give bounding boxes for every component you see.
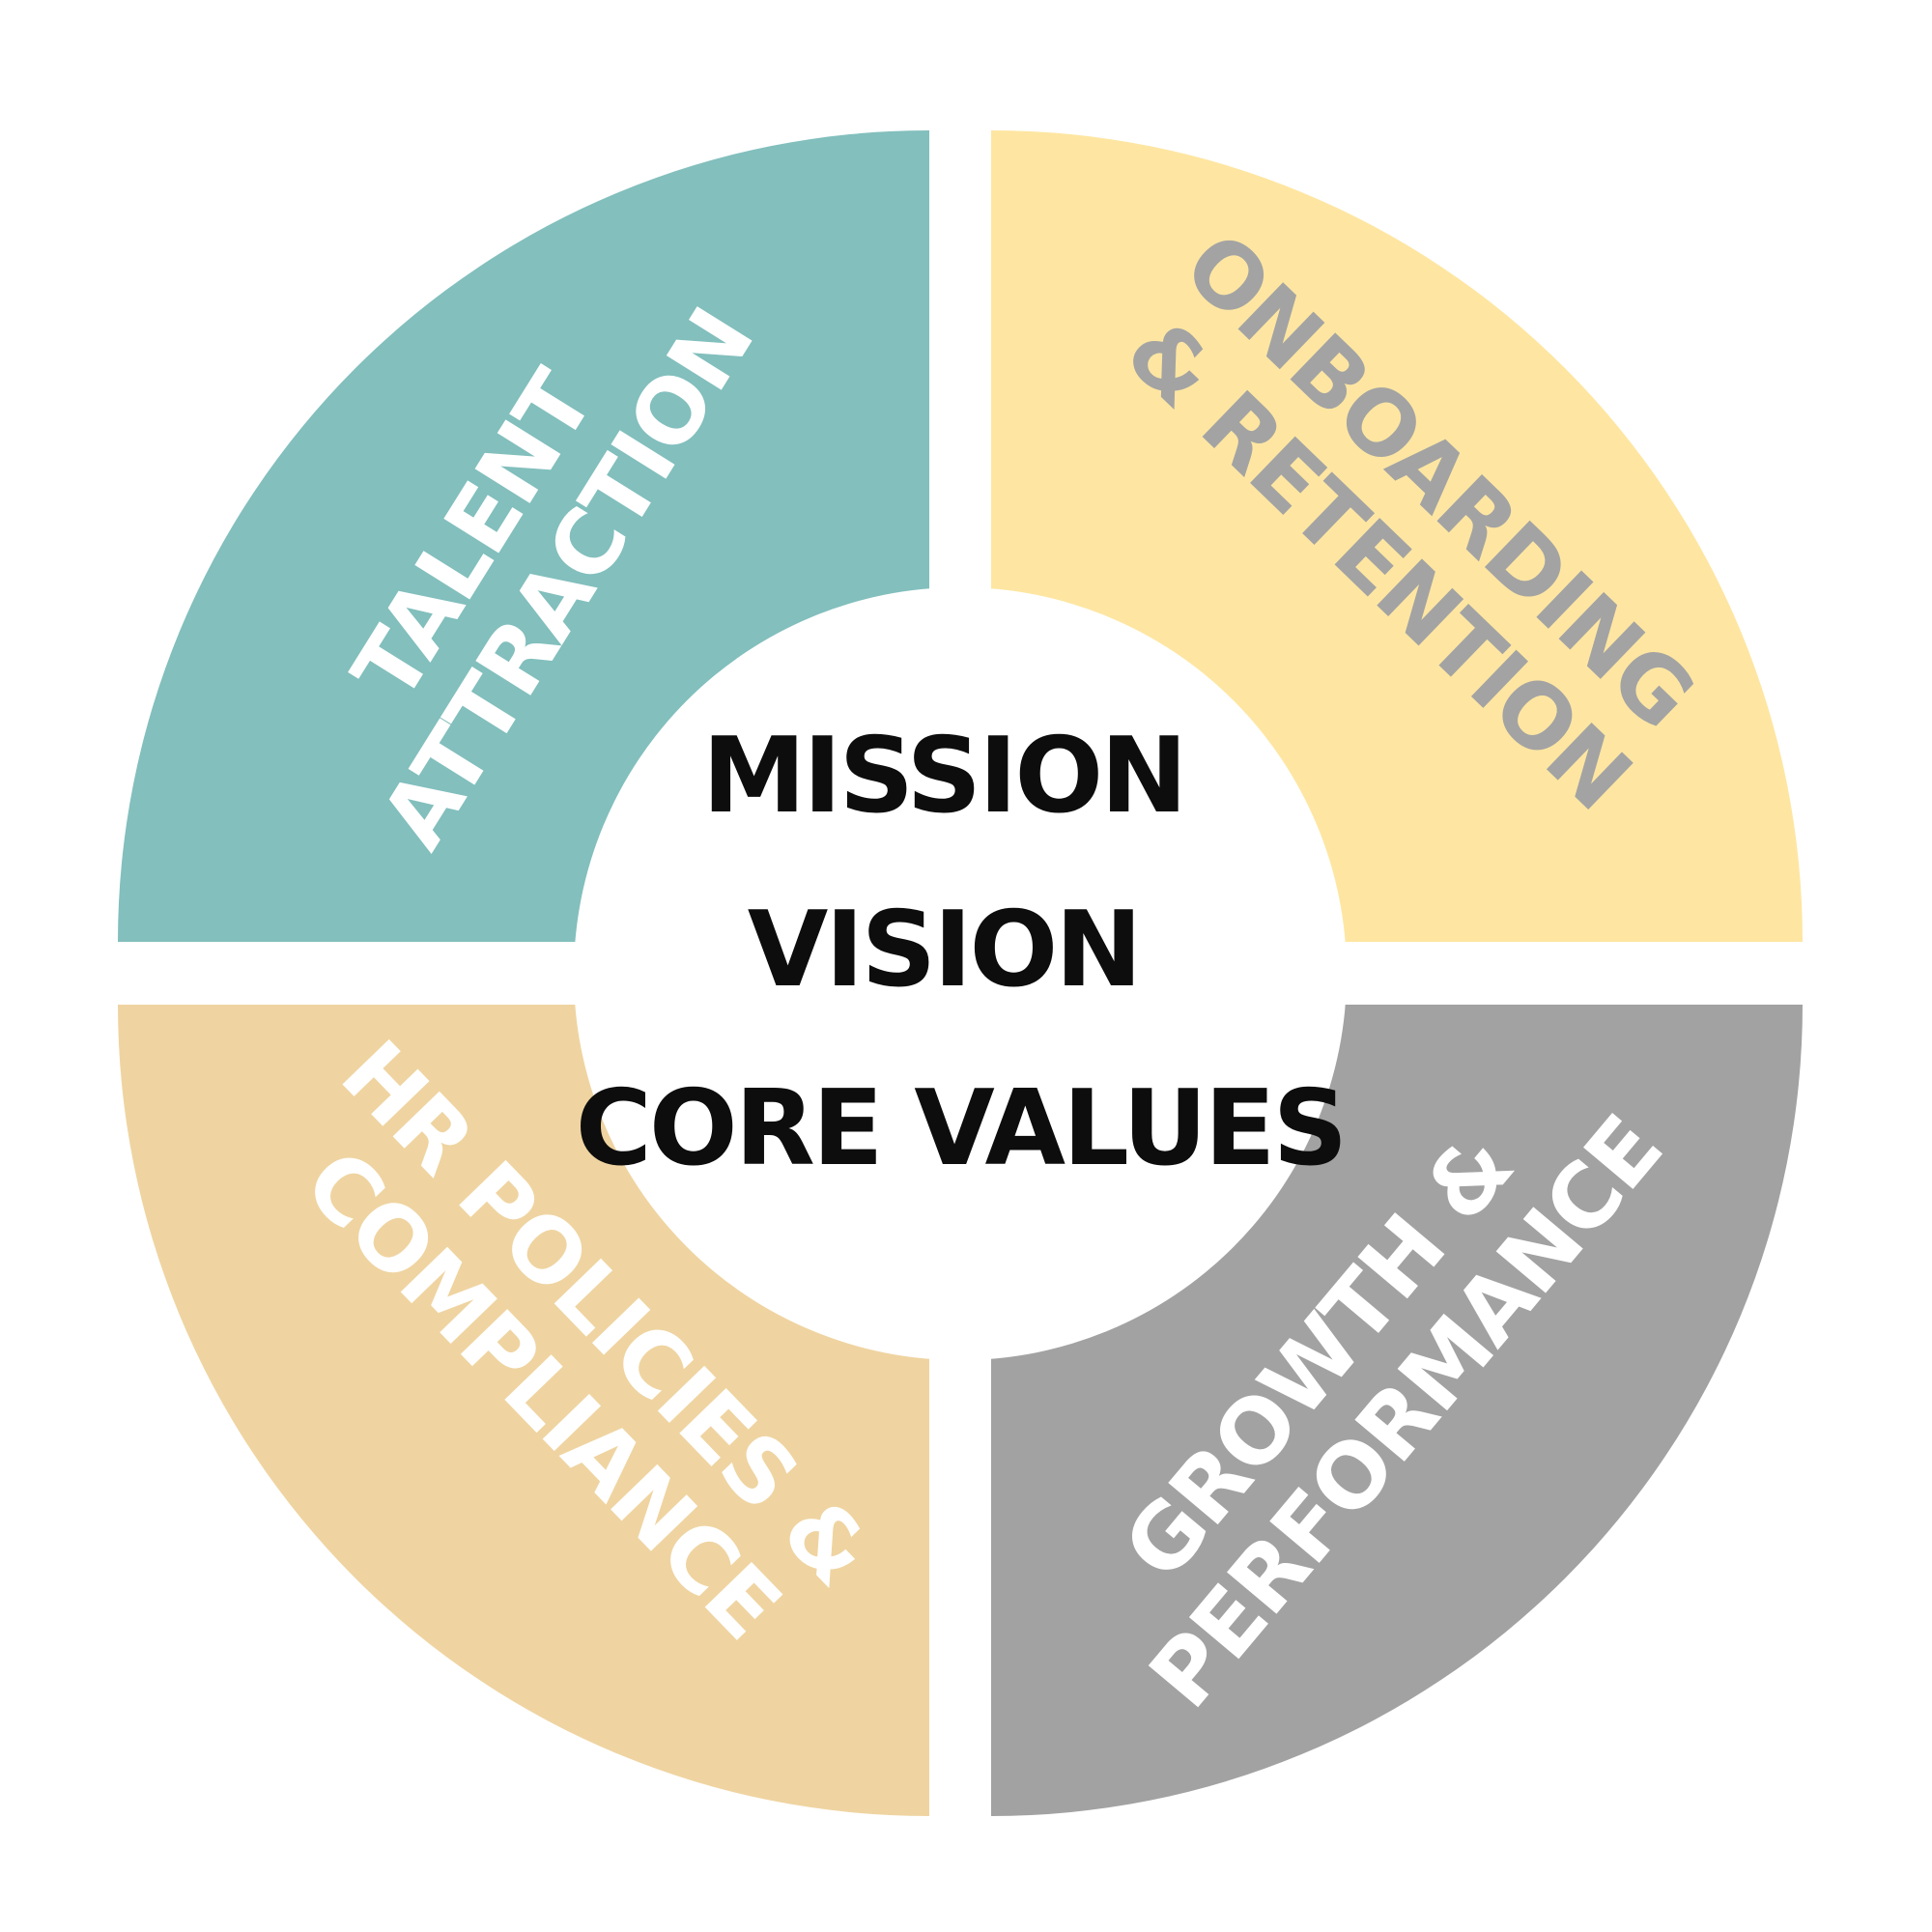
- center-line-vision: VISION: [748, 890, 1140, 1010]
- center-hub: MISSION VISION CORE VALUES: [574, 587, 1348, 1360]
- center-line-mission: MISSION: [702, 716, 1185, 837]
- center-line-core-values: CORE VALUES: [576, 1068, 1346, 1189]
- center-hub-label: MISSION VISION CORE VALUES: [576, 716, 1346, 1189]
- center-hub-circle: [574, 587, 1347, 1360]
